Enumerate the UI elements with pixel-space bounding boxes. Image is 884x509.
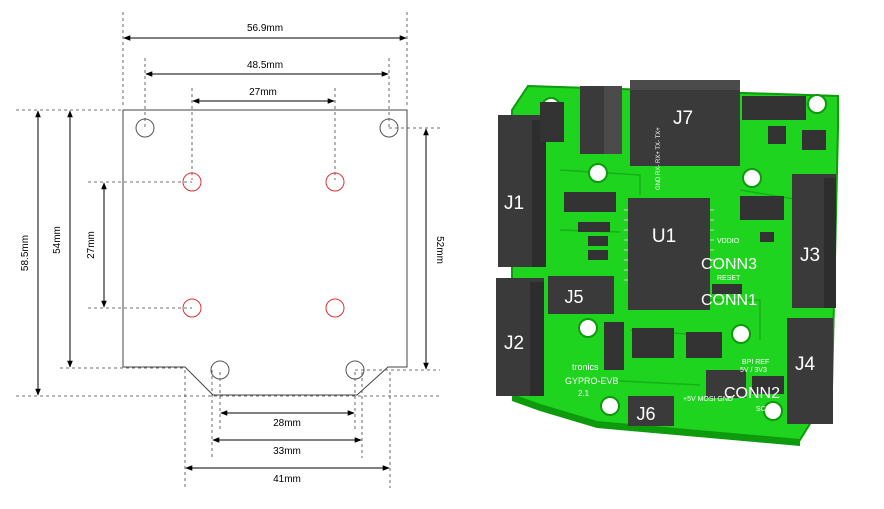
component-j1-header	[540, 102, 564, 142]
pcb-hole-top-right	[807, 94, 827, 114]
pcb-render: J7 J1 J2 J5 U1	[496, 80, 839, 446]
mounting-hole-top-left	[135, 118, 155, 138]
label-j1: J1	[504, 193, 524, 214]
red-holes	[182, 172, 345, 318]
component-u1: U1	[624, 198, 714, 310]
component-j6: J6	[628, 396, 674, 426]
dim-label-52: 52mm	[434, 236, 445, 264]
dim-label-58-5: 58.5mm	[20, 235, 31, 271]
component-j3: J3	[792, 174, 836, 308]
component-j2: J2	[496, 278, 544, 396]
mounting-hole-bottom-left	[210, 360, 230, 380]
pcb-hole-mid-right	[742, 168, 762, 188]
component-j7: J7	[630, 80, 740, 166]
dim-label-27-top: 27mm	[249, 87, 277, 98]
pcb-hole-center-left	[578, 318, 598, 338]
dim-label-41: 41mm	[273, 474, 301, 485]
dim-label-48-5: 48.5mm	[247, 60, 283, 71]
dim-label-28: 28mm	[273, 418, 301, 429]
component-top-header	[580, 86, 622, 154]
pcb-hole-bottom-left	[600, 396, 620, 416]
mechanical-drawing: 56.9mm 48.5mm 27mm 58.5mm 54mm 27mm 52mm…	[16, 12, 445, 488]
dimension-lines	[35, 35, 429, 471]
board-outline	[122, 109, 408, 396]
label-j5: J5	[564, 287, 583, 307]
label-j3: J3	[800, 245, 820, 266]
mounting-holes	[135, 118, 399, 380]
pcb-edge	[512, 395, 800, 446]
pcb-hole-center-right	[731, 324, 751, 344]
label-j2: J2	[504, 333, 524, 354]
label-conn1: CONN1	[701, 292, 757, 309]
silk-model: GYPRO-EVB	[565, 376, 619, 386]
silk-volt: 5V / 3V3	[740, 367, 767, 374]
silk-reset: RESET	[717, 275, 741, 282]
component-j1: J1	[498, 115, 546, 267]
mounting-hole-bottom-right	[345, 360, 365, 380]
silk-vddio: VDDIO	[717, 238, 740, 245]
label-j7: J7	[673, 108, 693, 129]
mounting-hole-top-right	[379, 118, 399, 138]
silk-header-left: +5V MOSI GND	[683, 396, 733, 403]
label-conn2: CONN2	[724, 385, 780, 402]
dim-label-33: 33mm	[273, 446, 301, 457]
dim-label-56-9: 56.9mm	[247, 23, 283, 34]
label-u1: U1	[652, 226, 676, 247]
silk-pin-top: GND RX- RX+ TX- TX+	[656, 127, 662, 190]
silk-bpi: BPI REF	[742, 359, 769, 366]
red-hole-1	[182, 172, 202, 192]
dim-label-27-side: 27mm	[86, 231, 97, 259]
silk-version: 2.1	[578, 389, 590, 398]
red-hole-4	[325, 298, 345, 318]
pcb-hole-bottom-right	[763, 401, 783, 421]
silk-sck: SCK	[756, 406, 771, 413]
smd-parts	[564, 96, 826, 398]
label-conn3: CONN3	[701, 256, 757, 273]
red-hole-2	[325, 172, 345, 192]
label-j4: J4	[795, 354, 816, 375]
silk-brand: tronics	[572, 362, 599, 372]
extension-lines	[16, 12, 440, 488]
red-hole-3	[182, 298, 202, 318]
dim-label-54: 54mm	[52, 226, 63, 254]
label-j6: J6	[636, 404, 655, 424]
pcb-hole-mid-left	[588, 163, 608, 183]
component-j5: J5	[548, 276, 614, 314]
component-j4: J4	[787, 318, 833, 424]
